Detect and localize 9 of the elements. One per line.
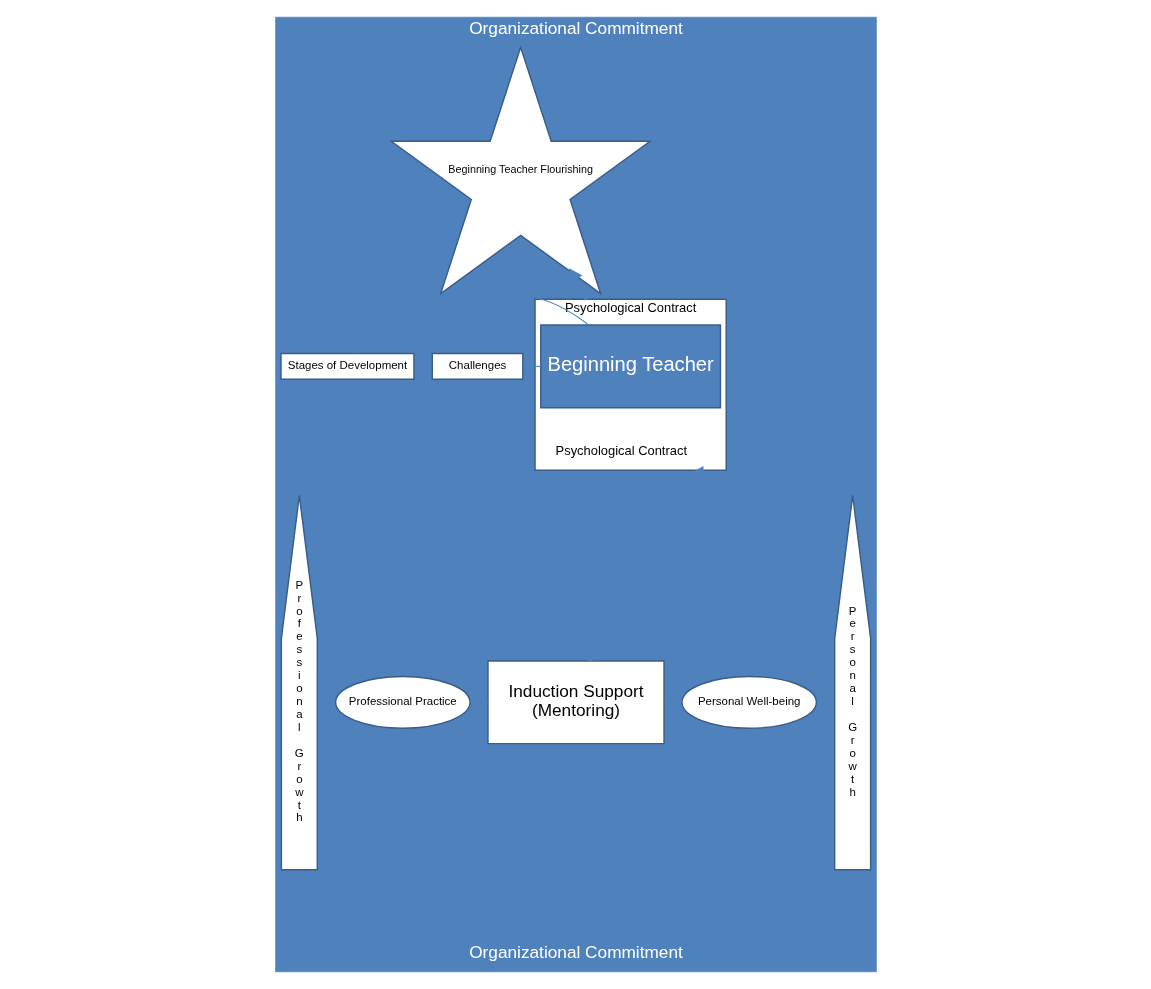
node-ellipse: Professional Practice: [334, 675, 471, 729]
connector: [358, 293, 589, 354]
arrow: [586, 466, 704, 662]
node-box: Induction Support (Mentoring): [486, 660, 665, 745]
node-box: Stages of Development: [279, 352, 415, 381]
arrow: [568, 268, 589, 301]
node-box: Challenges: [431, 352, 524, 381]
node-box: Beginning Teacher: [539, 324, 721, 409]
node-ellipse: Personal Well-being: [680, 675, 817, 729]
